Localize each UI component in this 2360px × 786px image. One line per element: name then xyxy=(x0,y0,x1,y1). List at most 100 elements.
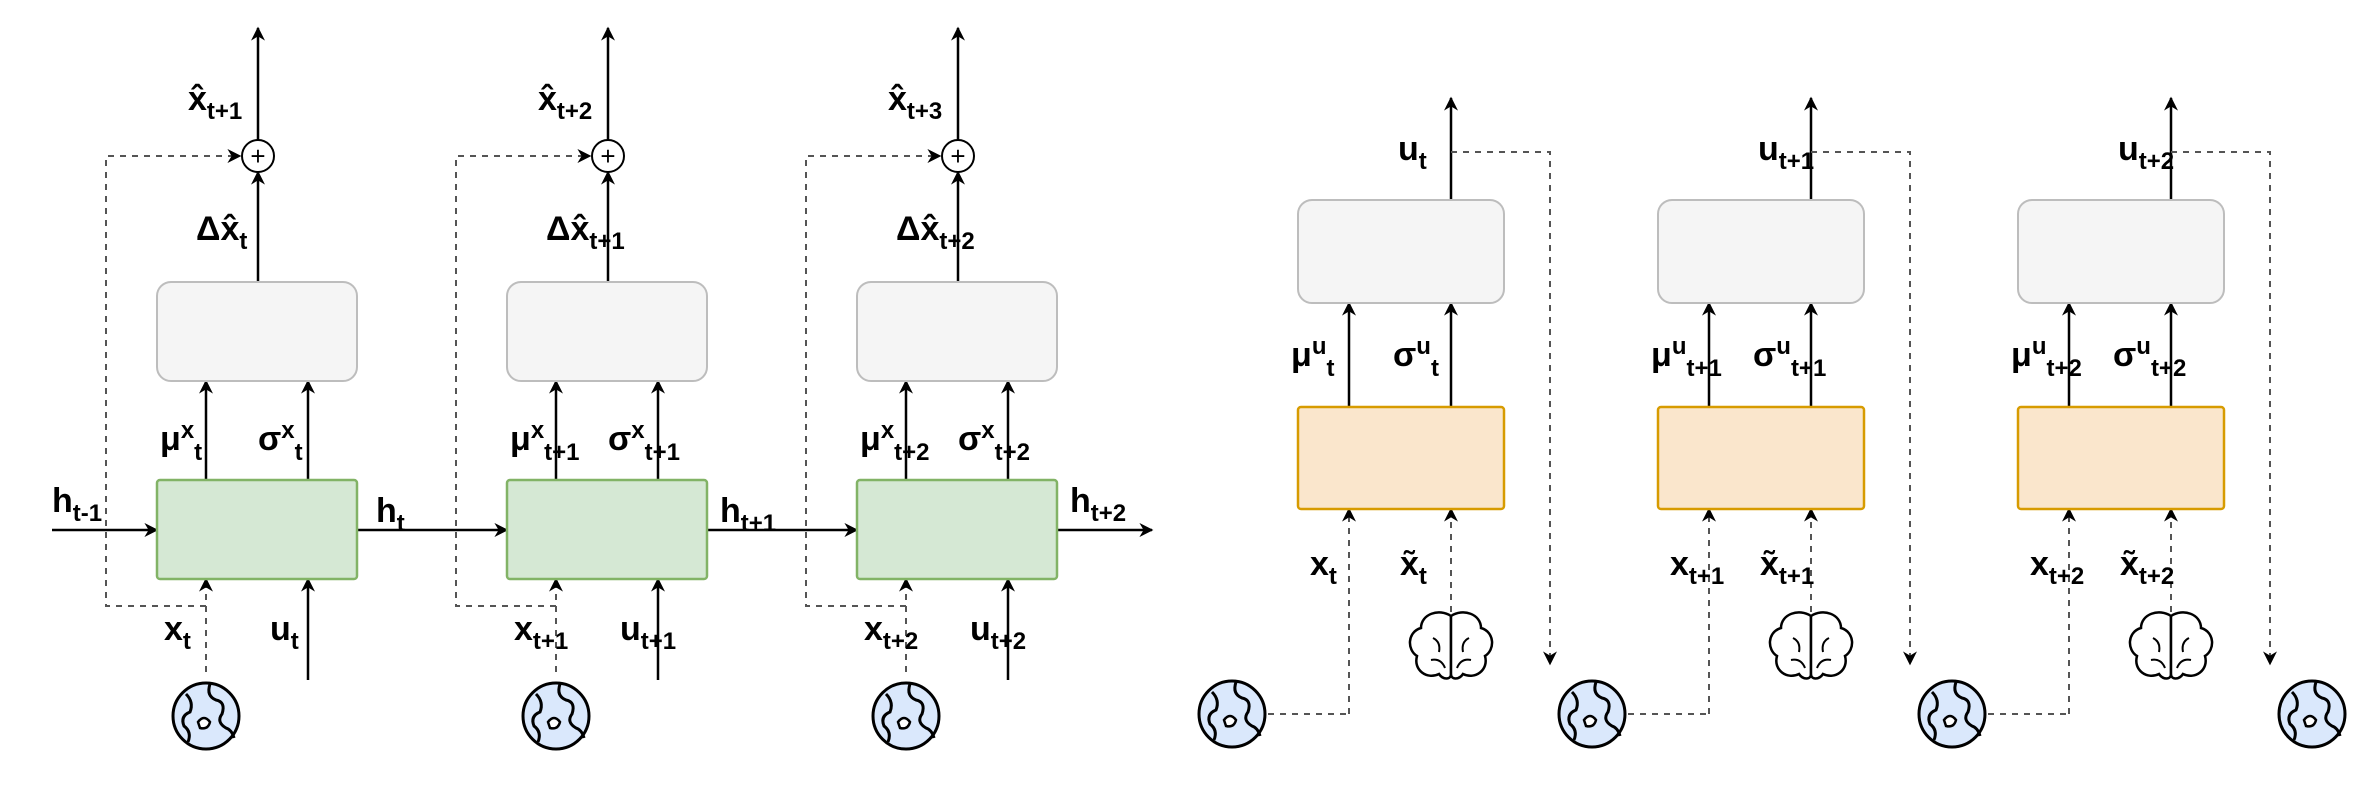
globe-icon xyxy=(2277,679,2347,749)
prediction-head-box xyxy=(856,281,1058,382)
mu-label: μxt xyxy=(160,417,202,466)
policy-head-box xyxy=(2017,199,2225,304)
x-tilde-label: x̃t+1 xyxy=(1760,545,1814,590)
globe-continent-east xyxy=(1593,681,1622,737)
brain-right-hemisphere xyxy=(2169,611,2214,680)
hidden-state-label: ht+2 xyxy=(1070,482,1126,527)
globe-continent-east xyxy=(2313,681,2342,737)
action-feedback-arrow xyxy=(1451,151,1557,666)
plus-sign: + xyxy=(250,141,265,171)
globe-continent-west xyxy=(1927,690,1939,741)
connector-layer xyxy=(52,26,2277,715)
mu-label: μxt+2 xyxy=(860,417,930,466)
action-label: ut xyxy=(1398,130,1427,175)
x-input-label: xt xyxy=(164,610,191,655)
globe-island xyxy=(896,716,912,730)
brain-left-hemisphere xyxy=(1768,611,1813,680)
hidden-state-label: ht xyxy=(376,492,405,537)
globe-continent-west xyxy=(2287,690,2299,741)
x-tilde-label: x̃t+2 xyxy=(2120,545,2174,590)
globe-icon xyxy=(1917,679,1987,749)
brain-left-hemisphere xyxy=(2128,611,2173,680)
globe-continent-west xyxy=(531,692,543,743)
globe-continent-east xyxy=(1953,681,1982,737)
encoder-box xyxy=(1296,405,1506,511)
output-label: x̂t+1 xyxy=(188,80,242,125)
mu-label: μxt+1 xyxy=(510,417,580,466)
encoder-box xyxy=(1656,405,1866,511)
u-input-label: ut xyxy=(270,610,299,655)
sigma-label: σut+2 xyxy=(2113,333,2186,382)
u-input-label: ut+2 xyxy=(970,610,1026,655)
x-input-label: xt+1 xyxy=(514,610,568,655)
globe-continent-east xyxy=(557,683,586,739)
brain-right-hemisphere xyxy=(1449,611,1494,680)
mu-label: μut+2 xyxy=(2011,333,2082,382)
hidden-state-label: ht+1 xyxy=(720,492,776,537)
sigma-label: σxt xyxy=(258,417,303,466)
globe-island xyxy=(1942,714,1958,728)
x-input-label: xt+2 xyxy=(864,610,918,655)
plus-icon xyxy=(591,139,625,173)
skip-connection-arrow xyxy=(105,149,242,607)
plus-icon xyxy=(241,139,275,173)
node-layer xyxy=(155,139,2347,751)
delta-label: Δx̂t+1 xyxy=(546,210,625,255)
action-label: ut+2 xyxy=(2118,130,2174,175)
plus-icon xyxy=(941,139,975,173)
plus-sign: + xyxy=(600,141,615,171)
brain-icon xyxy=(2128,611,2214,680)
skip-connection-arrow xyxy=(805,149,942,607)
globe-icon xyxy=(871,681,941,751)
globe-continent-west xyxy=(881,692,893,743)
prediction-head-box xyxy=(156,281,358,382)
globe-icon xyxy=(521,681,591,751)
policy-head-box xyxy=(1297,199,1505,304)
globe-continent-west xyxy=(181,692,193,743)
action-feedback-arrow xyxy=(1811,151,1917,666)
globe-icon xyxy=(1557,679,1627,749)
globe-island xyxy=(546,716,562,730)
globe-icon xyxy=(1197,679,1267,749)
brain-icon xyxy=(1408,611,1494,680)
x-input-label: xt xyxy=(1310,545,1337,590)
brain-left-hemisphere xyxy=(1408,611,1453,680)
output-label: x̂t+2 xyxy=(538,80,592,125)
globe-continent-east xyxy=(907,683,936,739)
recurrent-cell-box xyxy=(505,478,709,581)
delta-label: Δx̂t+2 xyxy=(896,210,975,255)
sigma-label: σut+1 xyxy=(1753,333,1826,382)
globe-continent-west xyxy=(1207,690,1219,741)
globe-island xyxy=(196,716,212,730)
skip-connection-arrow xyxy=(455,149,592,607)
u-input-label: ut+1 xyxy=(620,610,676,655)
x-input-label: xt+1 xyxy=(1670,545,1724,590)
globe-island xyxy=(2302,714,2318,728)
mu-label: μut xyxy=(1291,333,1334,382)
hidden-state-label: ht-1 xyxy=(52,482,102,527)
prediction-head-box xyxy=(506,281,708,382)
sigma-label: σxt+2 xyxy=(958,417,1030,466)
sigma-label: σxt+1 xyxy=(608,417,680,466)
recurrent-cell-box xyxy=(855,478,1059,581)
brain-right-hemisphere xyxy=(1809,611,1854,680)
delta-label: Δx̂t xyxy=(196,210,247,255)
brain-folds xyxy=(1430,637,1472,669)
mu-label: μut+1 xyxy=(1651,333,1722,382)
output-label: x̂t+3 xyxy=(888,80,942,125)
x-input-label: xt+2 xyxy=(2030,545,2084,590)
plus-sign: + xyxy=(950,141,965,171)
globe-icon xyxy=(171,681,241,751)
recurrent-cell-box xyxy=(155,478,359,581)
globe-continent-east xyxy=(207,683,236,739)
label-layer: + x̂t+1Δx̂t μxt σxt xt ut + x̂t+2Δx̂t+1 μxt+1 σxt… xyxy=(52,80,2186,655)
action-label: ut+1 xyxy=(1758,130,1814,175)
policy-head-box xyxy=(1657,199,1865,304)
brain-icon xyxy=(1768,611,1854,680)
globe-continent-east xyxy=(1233,681,1262,737)
brain-folds xyxy=(2150,637,2192,669)
encoder-box xyxy=(2016,405,2226,511)
x-tilde-label: x̃t xyxy=(1400,545,1427,590)
sigma-label: σut xyxy=(1393,333,1439,382)
